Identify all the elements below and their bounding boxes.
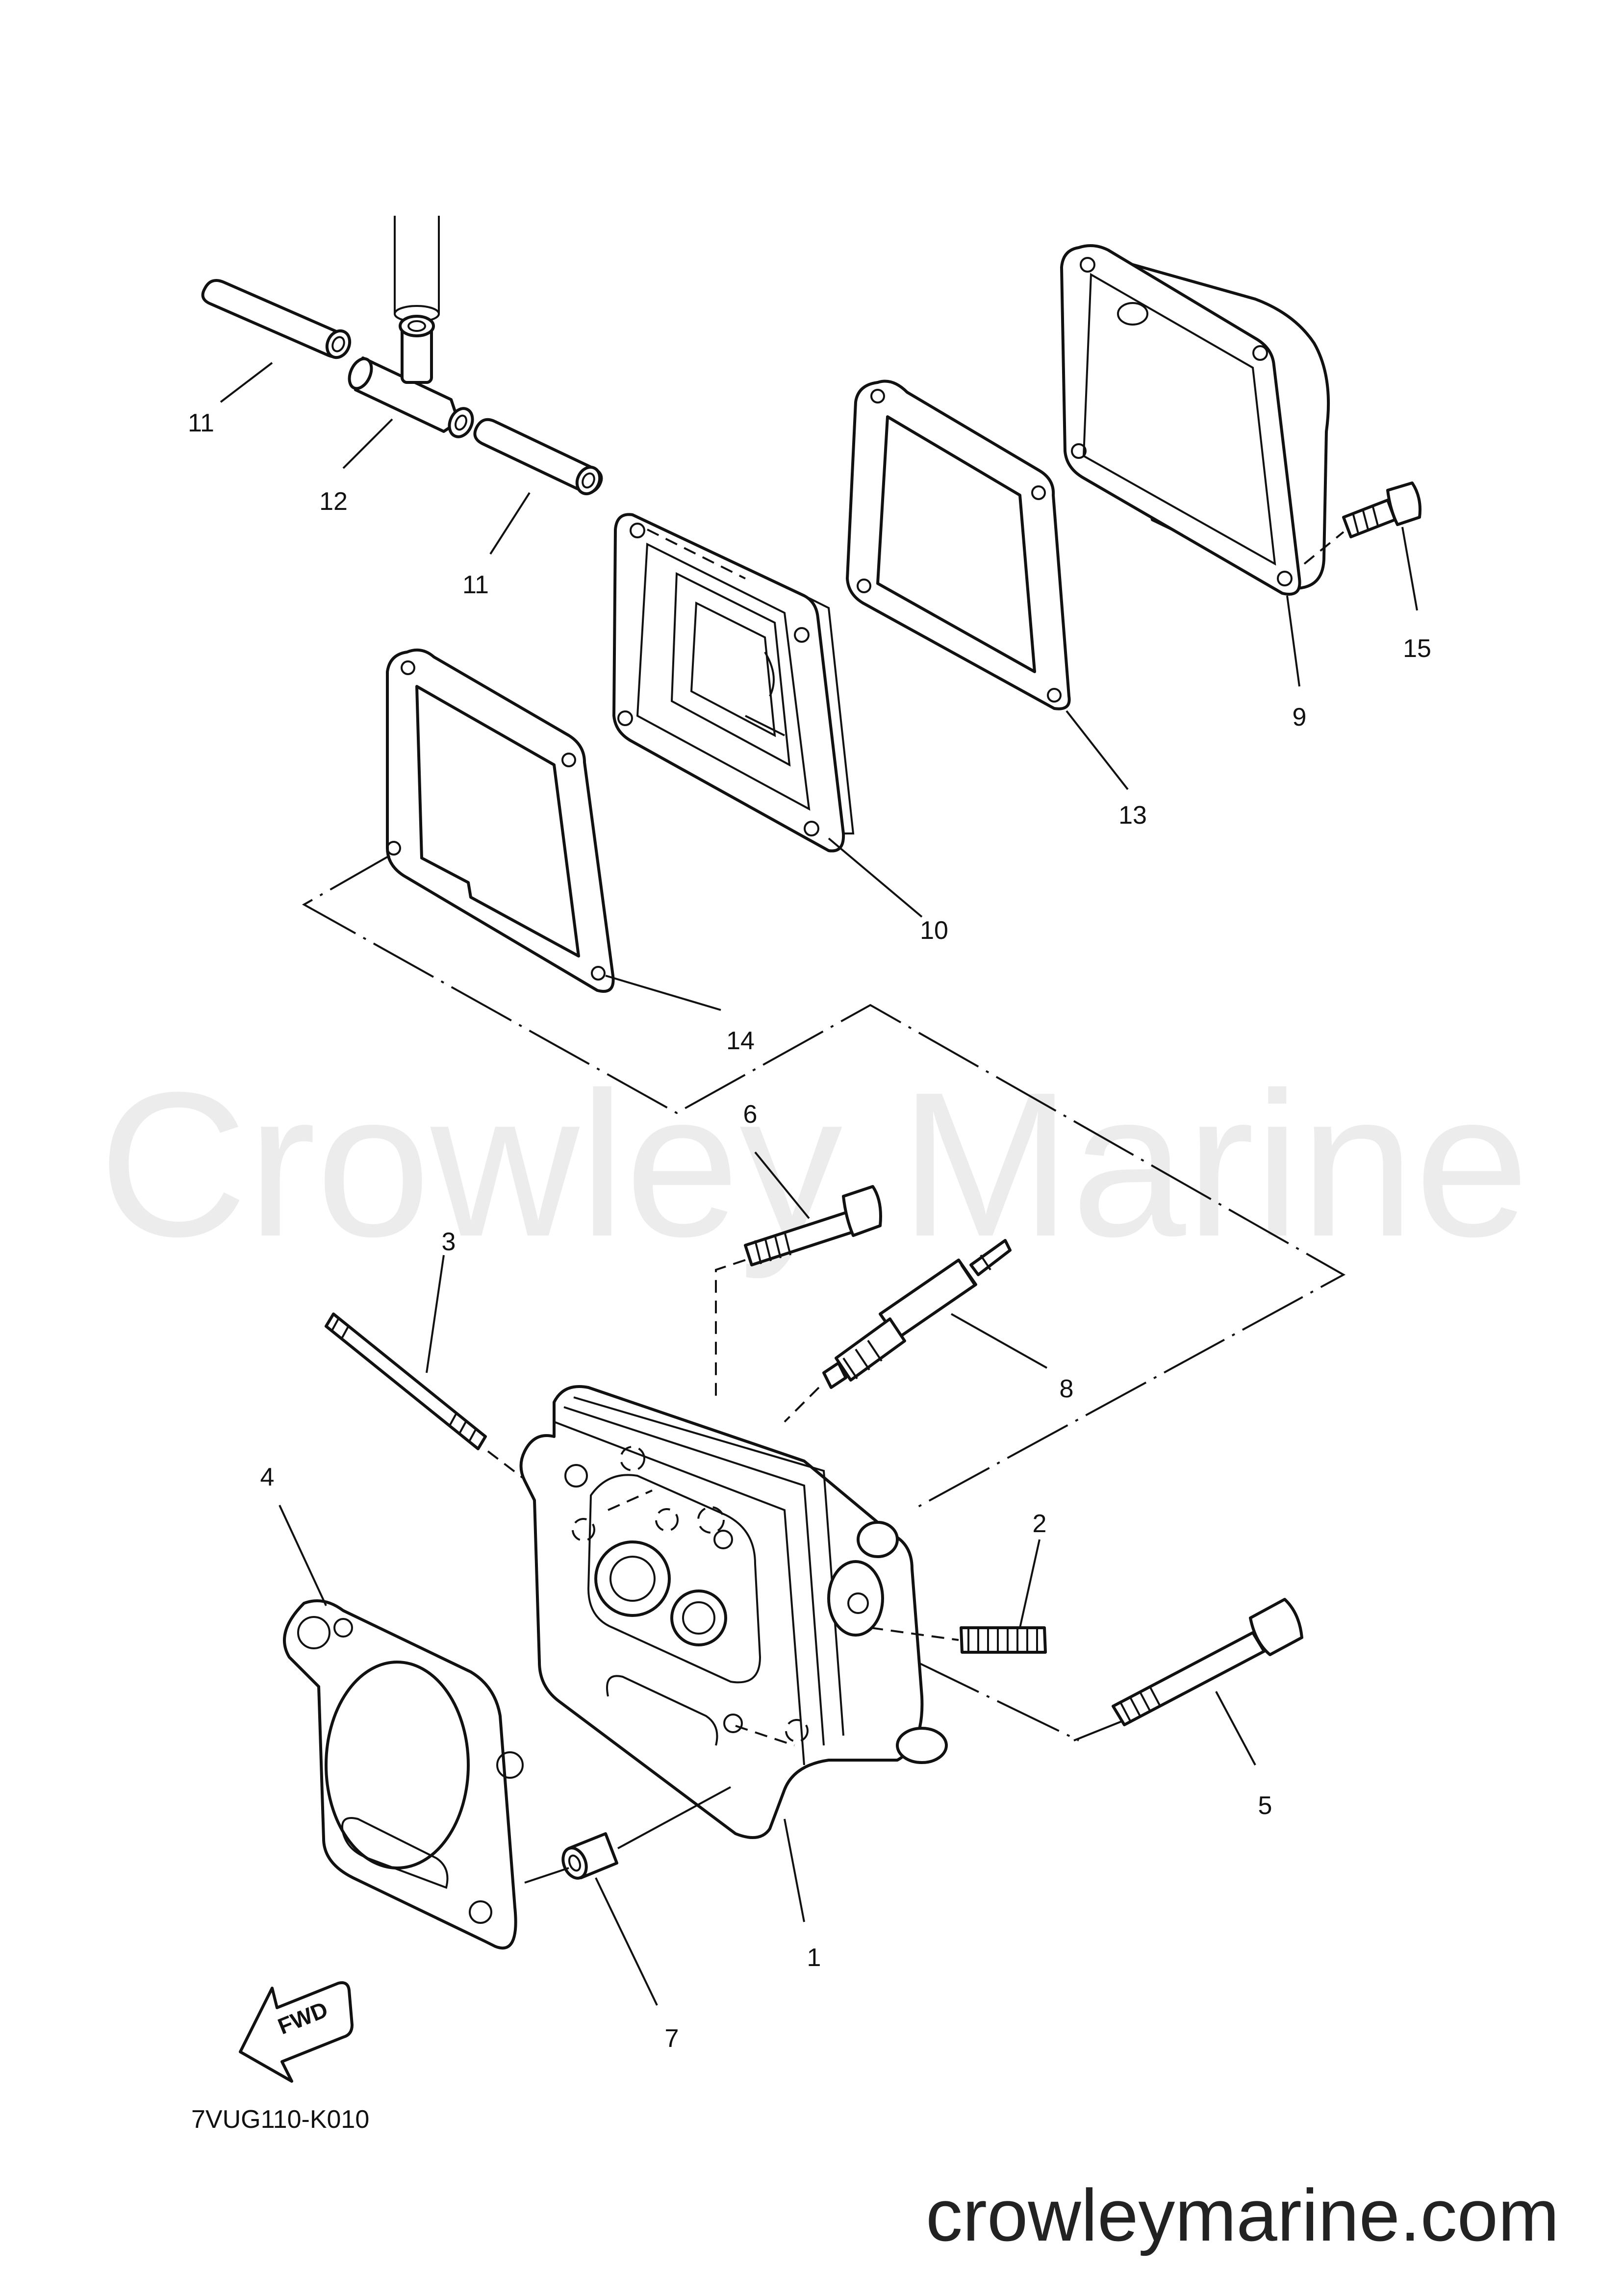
callout-12: 12 (319, 487, 348, 516)
leader-8 (951, 1313, 1047, 1369)
center-line-upper (302, 855, 1346, 1511)
part-7-dowel (524, 1786, 731, 1884)
leader-15 (1401, 527, 1418, 611)
leader-3 (426, 1255, 445, 1373)
vertical-hose-stub (394, 216, 440, 323)
leader-9 (1286, 595, 1300, 687)
part-13-gasket (846, 379, 1071, 710)
callout-2: 2 (1033, 1510, 1047, 1538)
callout-5: 5 (1258, 1791, 1272, 1820)
part-4-gasket (283, 1599, 524, 1950)
center-line-bolt (1073, 1720, 1123, 1741)
part-5-bolt (1112, 1598, 1303, 1726)
callout-14: 14 (726, 1027, 755, 1055)
callout-4: 4 (260, 1463, 275, 1491)
leader-10 (828, 837, 923, 918)
part-3-stud (325, 1312, 540, 1491)
center-line-bolt-2 (916, 1661, 1079, 1741)
callout-10: 10 (920, 916, 948, 945)
leader-5 (1215, 1691, 1256, 1766)
part-8-spark-plug (784, 1239, 1012, 1423)
callout-1: 1 (807, 1943, 821, 1972)
leader-1 (784, 1818, 805, 1922)
callout-6: 6 (743, 1100, 758, 1129)
leader-4 (279, 1505, 327, 1606)
callout-11-upper: 11 (188, 409, 214, 437)
callout-7: 7 (665, 2024, 679, 2053)
part-12-tee-joint (348, 315, 474, 438)
callout-8: 8 (1060, 1375, 1074, 1403)
part-10-valve-housing (612, 513, 855, 853)
part-14-gasket (386, 648, 615, 993)
fwd-arrow-icon: FWD (239, 1981, 354, 2083)
part-15-bolt (1303, 481, 1421, 565)
part-2-stud (870, 1626, 1047, 1654)
leader-11-upper (220, 362, 273, 403)
leader-14 (605, 975, 721, 1011)
leader-13 (1066, 710, 1129, 790)
diagram-code: 7VUG110-K010 (191, 2105, 369, 2134)
part-6-bolt (715, 1185, 882, 1402)
part-9-cover (1060, 244, 1330, 596)
leader-7 (595, 1877, 658, 2006)
callout-13: 13 (1118, 801, 1147, 830)
part-11-hose-upper (201, 279, 352, 359)
leader-12 (342, 418, 393, 469)
leader-2 (1019, 1539, 1040, 1628)
leader-6 (754, 1151, 810, 1219)
callout-9: 9 (1293, 703, 1307, 732)
part-11-hose-lower (473, 418, 603, 496)
site-url[interactable]: crowleymarine.com (926, 2174, 1559, 2256)
leader-11-lower (489, 492, 531, 555)
callout-15: 15 (1403, 634, 1431, 663)
callout-3: 3 (442, 1228, 456, 1256)
part-1-cylinder-head (519, 1385, 948, 1839)
callout-11-lower: 11 (462, 571, 489, 599)
